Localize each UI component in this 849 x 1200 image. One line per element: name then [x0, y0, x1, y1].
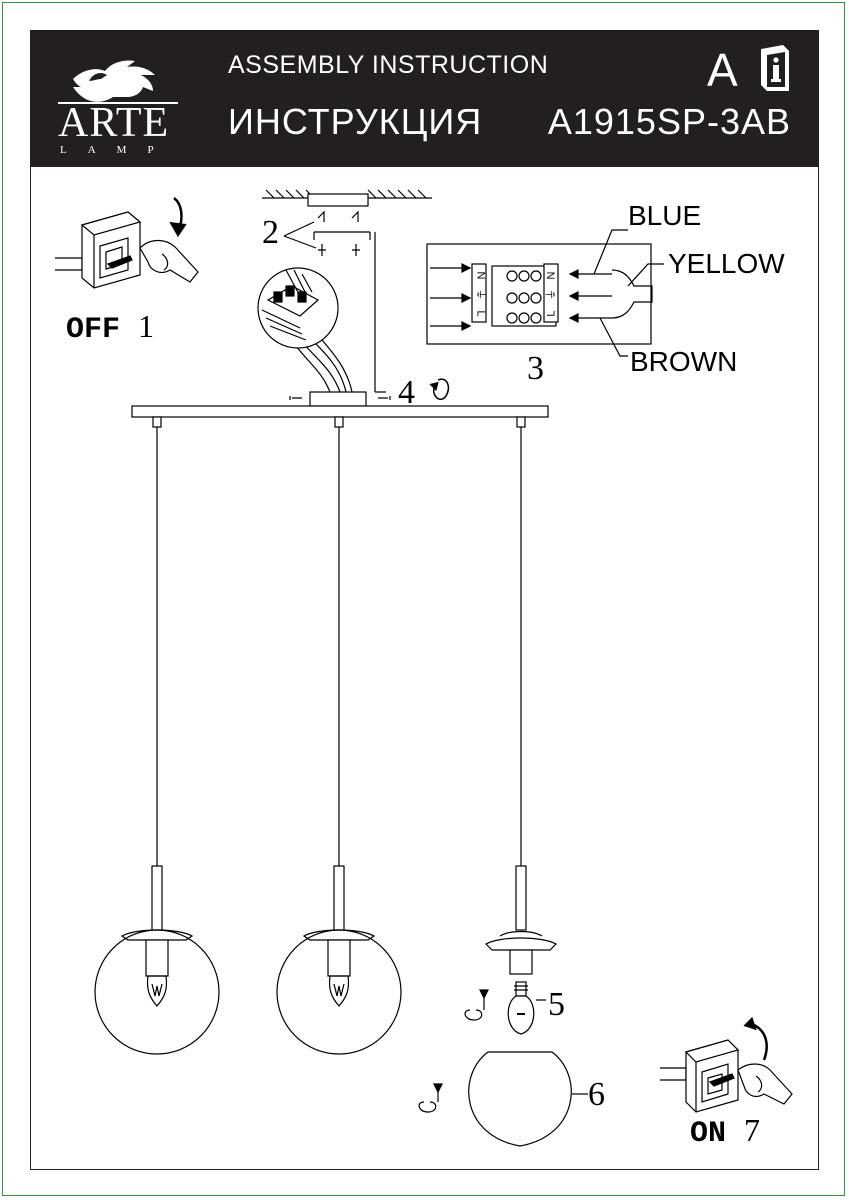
bulb-icon — [464, 981, 546, 1035]
switch-on-text: ON — [690, 1117, 727, 1151]
terminal-right-earth: ⏚ — [545, 289, 558, 300]
terminal-block — [426, 229, 664, 357]
wire-yellow-label: YELLOW — [668, 248, 785, 279]
wire-blue-label: BLUE — [628, 200, 702, 231]
terminal-right-n: N — [545, 271, 558, 280]
terminal-right-labels: N ⏚ L — [545, 266, 559, 323]
canopy-bar — [131, 405, 549, 418]
pendant-globe-2 — [276, 865, 402, 1055]
title-en: ASSEMBLY INSTRUCTION — [228, 51, 549, 79]
canopy — [289, 378, 450, 407]
title-ru: ИНСТРУКЦИЯ — [228, 101, 483, 142]
step-4-number: 4 — [398, 374, 415, 411]
brand-sub: LAMP — [60, 144, 175, 156]
doc-letter: A — [707, 44, 738, 96]
wall-switch-on-icon — [660, 1016, 793, 1113]
terminal-right-l: L — [545, 310, 558, 317]
step-6-number: 6 — [588, 1076, 605, 1113]
step-3-number: 3 — [527, 350, 544, 387]
pendant-holder-3 — [485, 865, 557, 975]
terminal-left-labels: N ⏚ L — [473, 266, 487, 323]
terminal-left-n: N — [474, 271, 487, 280]
step-7-label: ON 7 — [690, 1112, 760, 1151]
brand-name: ARTE — [58, 100, 170, 146]
step-1-number: 1 — [138, 308, 155, 344]
switch-off-text: OFF — [66, 313, 121, 347]
glass-globe — [418, 1051, 588, 1147]
header-bar: ARTE LAMP ASSEMBLY INSTRUCTION ИНСТРУКЦИ… — [31, 31, 818, 167]
pendant-cords — [152, 416, 526, 870]
mounting-bracket — [283, 210, 386, 393]
ceiling — [262, 189, 432, 207]
step-1-label: OFF 1 — [66, 308, 154, 347]
info-book-icon — [761, 45, 789, 91]
wire-brown-label: BROWN — [630, 346, 738, 377]
canopy-wiring — [257, 267, 353, 393]
wall-switch-off-icon — [55, 197, 199, 289]
terminal-left-l: L — [474, 310, 487, 317]
pendant-globe-1 — [94, 865, 220, 1055]
terminal-left-earth: ⏚ — [474, 289, 487, 300]
step-5-number: 5 — [548, 986, 565, 1023]
content-frame — [30, 30, 819, 1170]
step-7-number: 7 — [744, 1112, 761, 1148]
model-number: A1915SP-3AB — [547, 101, 791, 142]
step-2-number: 2 — [262, 214, 279, 251]
griffin-logo-icon — [58, 60, 178, 104]
